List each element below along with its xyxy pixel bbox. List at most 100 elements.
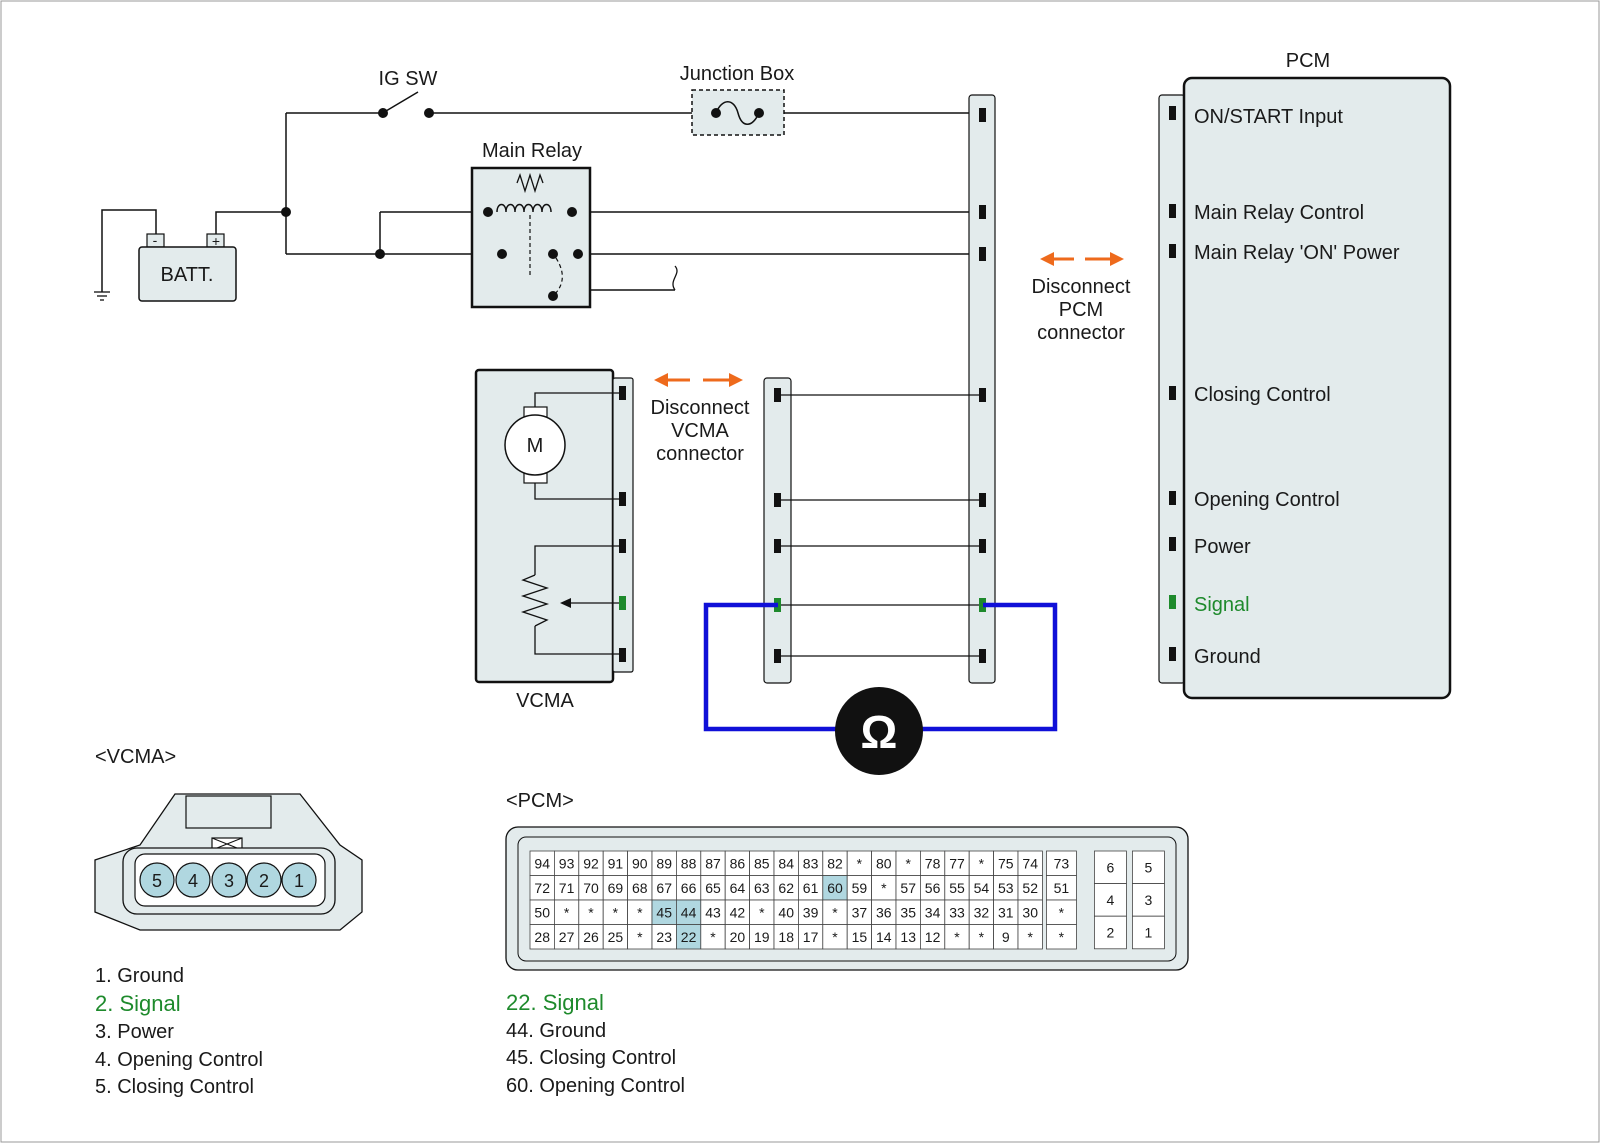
pcm-pin-cell bbox=[1017, 875, 1043, 901]
pcm-pin-label: 93 bbox=[559, 855, 575, 871]
pcm-pin-cell bbox=[895, 875, 921, 901]
pcm-pin-label: 74 bbox=[1022, 855, 1038, 871]
pcm-pin-label: 20 bbox=[730, 929, 746, 945]
pcm-pin-cell bbox=[920, 875, 946, 901]
pcm-pin-cell bbox=[602, 875, 629, 901]
pcm-pin-label: 69 bbox=[608, 880, 624, 896]
disconnect-pcm-arrows bbox=[1040, 252, 1124, 266]
disconnect-vcma-line3: connector bbox=[656, 443, 744, 465]
potentiometer-icon bbox=[520, 545, 621, 655]
pcm-pin-cell bbox=[773, 850, 799, 876]
pcm-pin-label: 36 bbox=[876, 904, 892, 920]
harness-wires bbox=[781, 394, 979, 657]
pcm-pin-label: 73 bbox=[1054, 855, 1070, 871]
wire-break-icon bbox=[672, 265, 678, 291]
disconnect-pcm-line2: PCM bbox=[1059, 299, 1103, 321]
pcm-pin-label: * bbox=[710, 929, 716, 945]
pcm-pin-label: 37 bbox=[852, 904, 868, 920]
pcm-pin-label: * bbox=[637, 929, 643, 945]
pcm-pin-label: 85 bbox=[754, 855, 770, 871]
vcma-connector-pin: 2 bbox=[259, 871, 269, 891]
pcm-pin-label: 70 bbox=[583, 880, 599, 896]
pcm-pin-label: 78 bbox=[925, 855, 941, 871]
pcm-pin-label: 31 bbox=[998, 904, 1014, 920]
vcma-legend-item: 5. Closing Control bbox=[95, 1076, 254, 1098]
pcm-pin-cell bbox=[968, 899, 995, 925]
pcm-pin-cell bbox=[920, 899, 946, 925]
pcm-pin-cell bbox=[1046, 899, 1077, 925]
pcm-pin-cell bbox=[1017, 924, 1043, 950]
pcm-pin-cell bbox=[798, 850, 824, 876]
pcm-pin-cell bbox=[895, 924, 921, 950]
pcm-pin-cell bbox=[578, 850, 604, 876]
pcm-pin-cell bbox=[1046, 875, 1077, 901]
main-relay-label: Main Relay bbox=[482, 140, 582, 162]
pcm-pin-label: Main Relay 'ON' Power bbox=[1194, 242, 1400, 264]
pcm-legend-item: 44. Ground bbox=[506, 1020, 606, 1042]
pcm-pin-label: 32 bbox=[974, 904, 990, 920]
pcm-pin-cell bbox=[895, 899, 921, 925]
pcm-small-pin-label: 6 bbox=[1107, 859, 1115, 875]
pcm-pin-label: 45 bbox=[656, 904, 672, 920]
pcm-pin-label: * bbox=[564, 904, 570, 920]
pcm-pin-label: 9 bbox=[1002, 929, 1010, 945]
pcm-small-pin-label: 4 bbox=[1107, 892, 1115, 908]
pcm-pin-label: 65 bbox=[705, 880, 721, 896]
disconnect-vcma-arrows bbox=[654, 373, 743, 387]
pcm-pin-label: 25 bbox=[608, 929, 624, 945]
pcm-pin-cell bbox=[627, 899, 653, 925]
pcm-pin-label: 82 bbox=[827, 855, 843, 871]
vcma-legend-item: 1. Ground bbox=[95, 965, 184, 987]
pcm-pin-label: * bbox=[832, 904, 838, 920]
pcm-pin-label: * bbox=[954, 929, 960, 945]
motor-icon: M bbox=[504, 392, 621, 500]
pcm-pin-label: 44 bbox=[681, 904, 697, 920]
pcm-legend: 22. Signal 44. Ground 45. Closing Contro… bbox=[506, 990, 685, 1097]
pcm-pin-label: 30 bbox=[1022, 904, 1038, 920]
pcm-pin-cell bbox=[554, 875, 580, 901]
pcm-pin-row: Signal bbox=[979, 594, 1250, 616]
pcm-pin-row: Opening Control bbox=[979, 489, 1340, 511]
pcm-pin-label: Opening Control bbox=[1194, 489, 1340, 511]
pcm-pin-group: ON/START Input Main Relay Control Main R… bbox=[979, 106, 1400, 668]
pcm-pin-cell bbox=[798, 875, 824, 901]
pcm-pin-label: Ground bbox=[1194, 646, 1261, 668]
pcm-pin-label: 62 bbox=[778, 880, 794, 896]
ground-icon bbox=[94, 291, 110, 301]
pcm-pin-cell bbox=[993, 924, 1019, 950]
pcm-pin-row: Power bbox=[979, 536, 1251, 558]
pcm-pin-cell bbox=[676, 850, 702, 876]
pcm-pin-cell bbox=[798, 899, 824, 925]
pcm-pin-label: 67 bbox=[656, 880, 672, 896]
pcm-pin-label: 57 bbox=[900, 880, 916, 896]
pcm-pin-cell bbox=[724, 924, 751, 950]
pcm-pin-label: 60 bbox=[827, 880, 843, 896]
pcm-legend-item: 22. Signal bbox=[506, 990, 604, 1015]
pcm-pin-cell bbox=[968, 875, 995, 901]
pcm-pin-label: 34 bbox=[925, 904, 941, 920]
pcm-pin-label: 88 bbox=[681, 855, 697, 871]
pcm-pin-label: 33 bbox=[949, 904, 965, 920]
pcm-pin-label: 15 bbox=[852, 929, 868, 945]
pcm-pin-cell bbox=[920, 924, 946, 950]
pcm-pin-label: Signal bbox=[1194, 594, 1250, 616]
junction-box: Junction Box bbox=[680, 63, 794, 136]
pcm-pin-label: 40 bbox=[778, 904, 794, 920]
battery-label: BATT. bbox=[161, 264, 214, 286]
pcm-pin-cell bbox=[676, 924, 702, 950]
pcm-pin-label: 89 bbox=[656, 855, 672, 871]
disconnect-vcma-line2: VCMA bbox=[671, 420, 729, 442]
pcm-pin-label: 55 bbox=[949, 880, 965, 896]
pcm-pin-label: 72 bbox=[534, 880, 550, 896]
pcm-pin-cell bbox=[724, 875, 751, 901]
pcm-pin-cell bbox=[554, 924, 580, 950]
pcm-pin-label: ON/START Input bbox=[1194, 106, 1343, 128]
vcma-face-title: <VCMA> bbox=[95, 746, 176, 768]
pcm-small-pin-label: 2 bbox=[1107, 925, 1115, 941]
pcm-pin-label: 68 bbox=[632, 880, 648, 896]
pcm-pin-cell bbox=[749, 924, 775, 950]
pcm-pin-label: 42 bbox=[730, 904, 746, 920]
pcm-pin-label: 71 bbox=[559, 880, 575, 896]
